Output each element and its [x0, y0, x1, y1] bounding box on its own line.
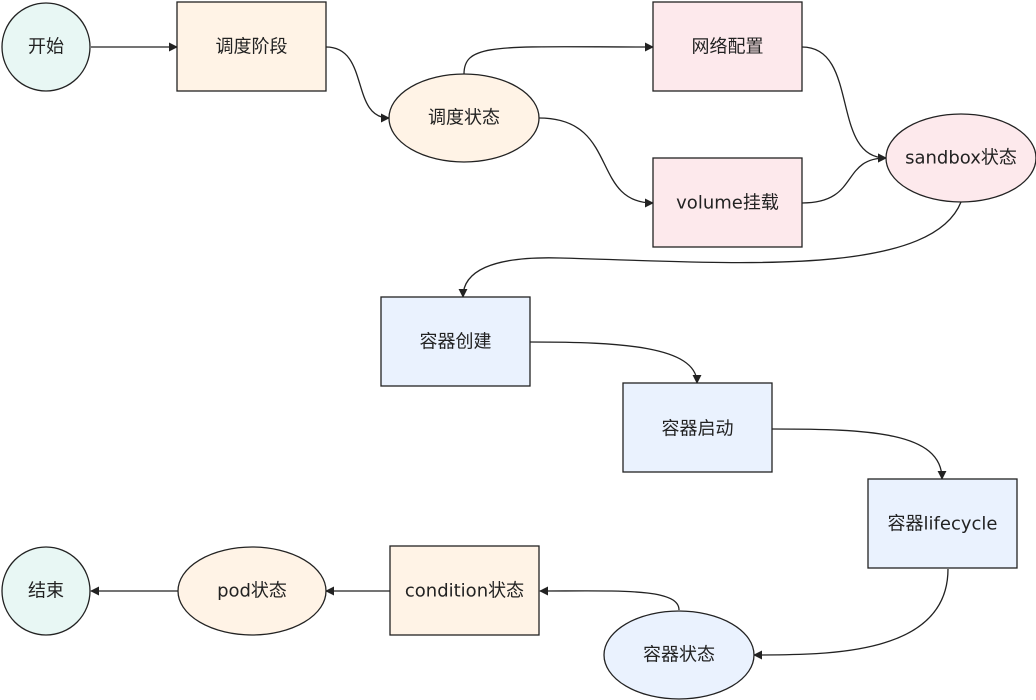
node-start-label: 开始 — [28, 37, 64, 58]
node-volume-mount-label: volume挂载 — [676, 193, 779, 214]
node-container-lifecycle-label: 容器lifecycle — [888, 514, 998, 535]
edge-network-config-to-sandbox-status — [801, 46, 887, 163]
node-sandbox-status-label: sandbox状态 — [905, 148, 1017, 169]
node-volume-mount: volume挂载 — [652, 157, 803, 248]
node-condition-status-label: condition状态 — [405, 581, 524, 602]
edge-container-lifecycle-to-container-status — [753, 568, 949, 660]
node-container-create-label: 容器创建 — [420, 332, 492, 353]
node-network-config: 网络配置 — [652, 1, 803, 92]
node-schedule-phase: 调度阶段 — [176, 1, 327, 92]
edge-schedule-status-to-network-config — [463, 42, 654, 75]
node-container-create: 容器创建 — [380, 296, 531, 387]
node-pod-status-label: pod状态 — [217, 581, 287, 602]
node-container-start-label: 容器启动 — [662, 419, 734, 440]
node-schedule-status: 调度状态 — [388, 73, 540, 163]
node-start: 开始 — [1, 2, 91, 92]
edges — [90, 42, 962, 660]
edge-schedule-phase-to-schedule-status — [325, 46, 390, 123]
node-schedule-phase-label: 调度阶段 — [216, 37, 288, 58]
node-end-label: 结束 — [28, 581, 64, 602]
node-container-status-label: 容器状态 — [643, 645, 715, 666]
node-schedule-status-label: 调度状态 — [428, 108, 500, 129]
node-network-config-label: 网络配置 — [692, 37, 764, 58]
node-container-status: 容器状态 — [603, 610, 755, 700]
edge-sandbox-status-to-container-create — [458, 201, 962, 298]
node-container-start: 容器启动 — [622, 382, 773, 473]
node-end: 结束 — [1, 546, 91, 636]
edge-schedule-status-to-volume-mount — [538, 117, 654, 208]
edge-container-status-to-condition-status — [539, 586, 680, 611]
node-pod-status: pod状态 — [177, 546, 327, 636]
node-condition-status: condition状态 — [389, 545, 540, 636]
edge-volume-mount-to-sandbox-status — [801, 153, 887, 204]
node-sandbox-status: sandbox状态 — [885, 113, 1036, 203]
node-container-lifecycle: 容器lifecycle — [867, 478, 1018, 569]
edge-container-create-to-container-start — [529, 341, 702, 384]
edge-container-start-to-container-lifecycle — [771, 428, 947, 480]
